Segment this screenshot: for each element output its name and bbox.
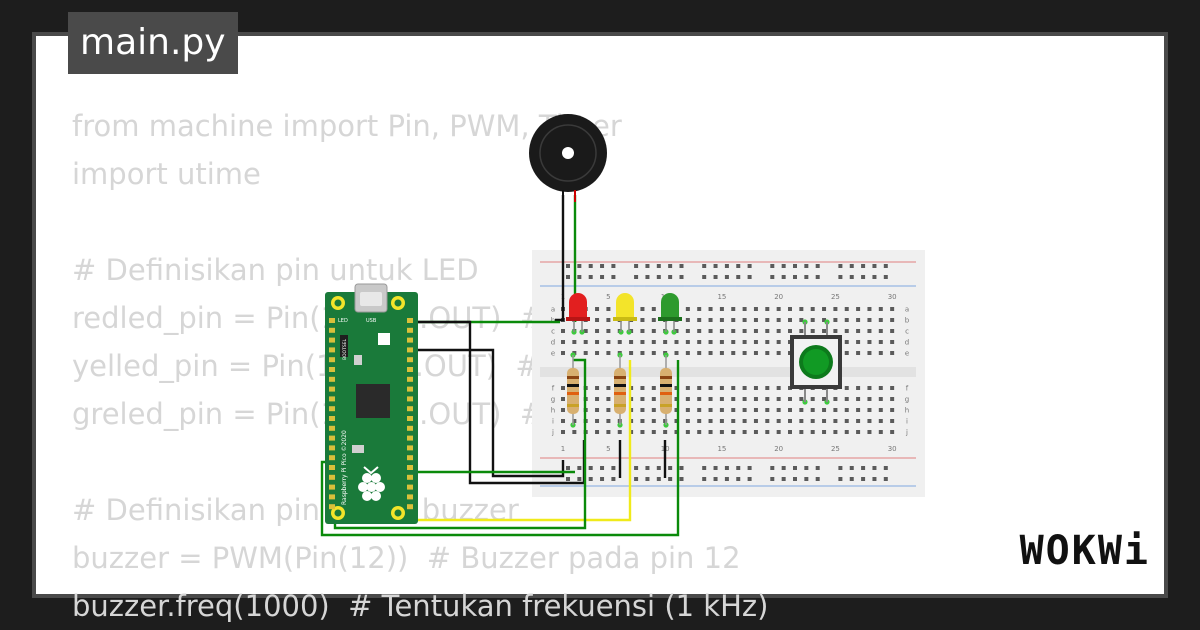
- pico-board: USB LED BOOTSEL Raspberry Pi Pico ©2020: [325, 283, 418, 524]
- row-letter-right: j: [905, 429, 908, 437]
- row-letter-left: c: [551, 328, 555, 336]
- row-letter-right: d: [905, 339, 909, 347]
- column-number-top: 30: [888, 293, 897, 301]
- push-button[interactable]: [790, 322, 842, 402]
- column-number-bottom: 1: [561, 445, 565, 453]
- column-number-top: 15: [717, 293, 726, 301]
- wire-buzzer-black: [555, 195, 565, 322]
- column-number-bottom: 5: [606, 445, 610, 453]
- row-letter-left: b: [551, 317, 556, 325]
- led-green: [658, 293, 682, 332]
- column-number-bottom: 20: [774, 445, 783, 453]
- wire-gnd-black-2: [412, 348, 565, 478]
- column-number-top: 20: [774, 293, 783, 301]
- raspberry-logo: [358, 466, 385, 501]
- code-line: buzzer = PWM(Pin(12)) # Buzzer pada pin …: [72, 541, 741, 575]
- row-letter-right: f: [906, 385, 909, 393]
- pico-led-label: LED: [338, 318, 348, 324]
- code-line: from machine import Pin, PWM, Timer: [72, 109, 622, 143]
- column-number-bottom: 25: [831, 445, 840, 453]
- row-letter-right: c: [905, 328, 909, 336]
- row-letter-left: e: [551, 350, 555, 358]
- pico-board-text: Raspberry Pi Pico ©2020: [341, 430, 348, 505]
- buzzer: [529, 114, 607, 202]
- code-line: import utime: [72, 157, 261, 191]
- resistor-1: [567, 355, 579, 425]
- led-red: [566, 293, 590, 332]
- row-letter-right: i: [906, 418, 908, 426]
- breadboard: 115510101515202025253030aabbccddeeffgghh…: [532, 250, 925, 497]
- row-letter-right: g: [905, 396, 909, 404]
- row-letter-left: g: [551, 396, 555, 404]
- led-yellow: [613, 293, 637, 332]
- row-letter-left: j: [551, 429, 554, 437]
- row-letter-left: f: [552, 385, 555, 393]
- row-letter-left: d: [551, 339, 555, 347]
- row-letter-right: b: [905, 317, 910, 325]
- row-letter-left: h: [551, 407, 555, 415]
- pico-pins: [329, 318, 413, 510]
- code-line: buzzer.freq(1000) # Tentukan frekuensi (…: [72, 589, 769, 623]
- column-number-top: 5: [606, 293, 610, 301]
- column-number-top: 25: [831, 293, 840, 301]
- column-number-bottom: 30: [888, 445, 897, 453]
- pico-usb-label: USB: [366, 318, 377, 324]
- wokwi-logo: WOKWi: [1019, 528, 1150, 574]
- row-letter-left: a: [551, 306, 555, 314]
- row-letter-left: i: [552, 418, 554, 426]
- column-number-bottom: 15: [717, 445, 726, 453]
- resistor-2: [614, 355, 626, 425]
- code-area: from machine import Pin, PWM, Timer impor…: [32, 32, 1168, 623]
- row-letter-right: e: [905, 350, 909, 358]
- resistor-3: [660, 355, 672, 425]
- pico-bootsel-label: BOOTSEL: [342, 338, 348, 360]
- code-listing: from machine import Pin, PWM, Timer impor…: [72, 102, 768, 630]
- file-tab[interactable]: main.py: [68, 12, 238, 74]
- code-line: # Definisikan pin untuk LED: [72, 253, 479, 287]
- row-letter-right: h: [905, 407, 909, 415]
- row-letter-right: a: [905, 306, 909, 314]
